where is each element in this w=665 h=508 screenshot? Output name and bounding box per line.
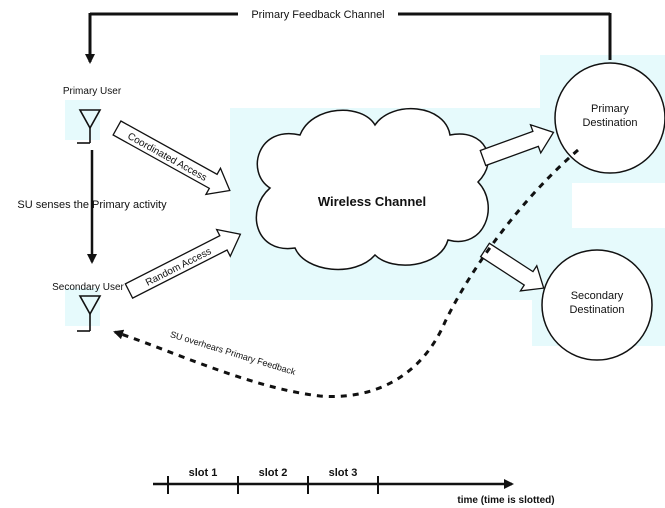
secondary-destination-label-line1: Secondary [571,290,624,302]
slot-label: slot 3 [329,467,358,479]
timeline-caption: time (time is slotted) [457,495,554,506]
coordinated-access-arrow: Coordinated Access [112,120,231,196]
secondary-destination-label-line2: Destination [569,304,624,316]
secondary-user-label: Secondary User [52,282,124,293]
primary-user-label: Primary User [63,86,122,97]
feedback-channel-line [85,12,612,64]
random-access-label: Random Access [144,246,213,289]
feedback-channel-label: Primary Feedback Channel [251,9,384,21]
antenna-icon [77,109,102,144]
su-overhears-label: SU overhears Primary Feedback [169,329,297,377]
primary-destination-label-line1: Primary [591,103,629,115]
coordinated-access-label: Coordinated Access [125,131,208,184]
antenna-icon [77,295,102,332]
slot-label: slot 1 [189,467,218,479]
su-senses-label: SU senses the Primary activity [17,199,167,211]
slot-label: slot 2 [259,467,288,479]
secondary-output-arrow [479,242,545,292]
overhear-path [113,148,579,398]
secondary-destination-node [541,249,653,361]
primary-output-arrow [479,123,555,167]
primary-destination-node [554,62,665,174]
cloud-icon [255,107,489,271]
primary-destination-label-line2: Destination [582,117,637,129]
wireless-channel-label: Wireless Channel [318,194,426,209]
random-access-arrow: Random Access [124,228,242,300]
timeline-ticks [167,476,379,494]
